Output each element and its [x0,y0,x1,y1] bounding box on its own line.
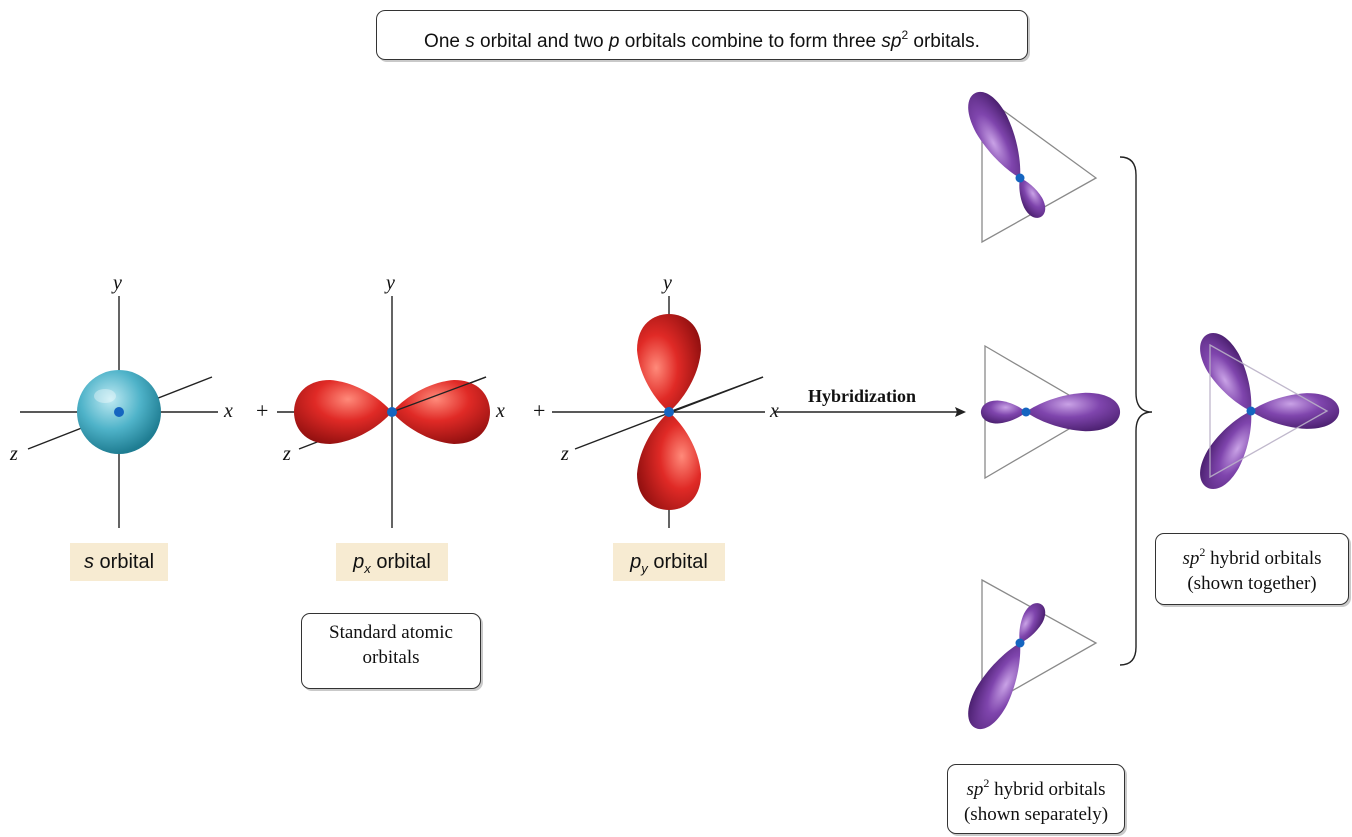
sp2-hybrid-separate-1 [959,84,1098,244]
x-axis-label: x [224,400,233,422]
hybridization-label: Hybridization [808,386,917,406]
y-axis-label: y [386,272,395,294]
nucleus-dot [387,407,397,417]
x-axis-label: x [496,400,505,422]
x-axis-label: x [770,400,779,422]
sp2-together-box: sp2 hybrid orbitals (shown together) [1155,533,1349,605]
y-axis-label: y [113,272,122,294]
plus-sign: + [256,398,269,423]
y-axis-label: y [663,272,672,294]
standard-orbitals-box: Standard atomic orbitals [301,613,481,689]
grouping-brace [1119,156,1153,666]
py-orbital-label: py orbital [613,543,725,581]
z-axis-label: z [10,443,18,465]
s-orbital-label: s orbital [70,543,168,581]
sp2-separate-box: sp2 hybrid orbitals (shown separately) [947,764,1125,834]
z-axis-label: z [561,443,569,465]
sp2-hybrid-separate-3 [959,578,1098,737]
summary-callout: One s orbital and two p orbitals combine… [376,10,1028,60]
nucleus-dot [664,407,674,417]
sp2-hybrid-together [1191,325,1340,497]
nucleus-dot [114,407,124,417]
z-axis-label: z [283,443,291,465]
plus-sign: + [533,398,546,423]
hybridization-arrow [775,407,966,417]
sp2-hybrid-separate-2 [980,344,1121,480]
px-orbital-label: px orbital [336,543,448,581]
